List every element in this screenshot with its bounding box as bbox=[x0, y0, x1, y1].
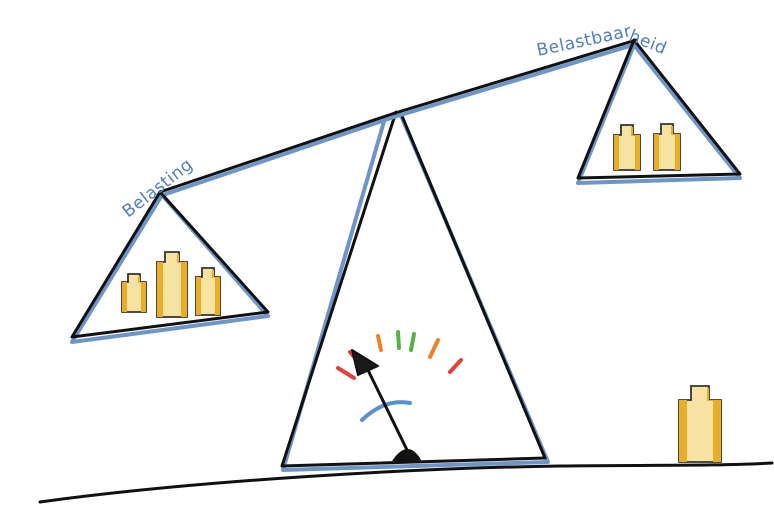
weights-icon bbox=[122, 252, 220, 317]
capacity-label-suffix: heid bbox=[626, 26, 669, 59]
gauge-tick bbox=[430, 340, 438, 357]
center-stand bbox=[282, 112, 548, 470]
gauge-tick bbox=[378, 336, 381, 350]
gauge-tick bbox=[450, 360, 461, 372]
gauge-icon bbox=[338, 332, 461, 460]
right-pan bbox=[578, 40, 740, 183]
gauge-tick bbox=[398, 332, 399, 348]
gauge-needle bbox=[366, 366, 408, 452]
gauge-tick bbox=[338, 368, 354, 378]
gauge-tick bbox=[411, 334, 414, 350]
gauge-pivot bbox=[394, 450, 420, 460]
weight-icon bbox=[679, 386, 721, 462]
weights-icon bbox=[614, 124, 680, 170]
left-pan bbox=[72, 192, 268, 342]
ground-line bbox=[40, 463, 772, 502]
balance-beam bbox=[160, 40, 636, 196]
gauge-needle-tip bbox=[352, 350, 378, 375]
